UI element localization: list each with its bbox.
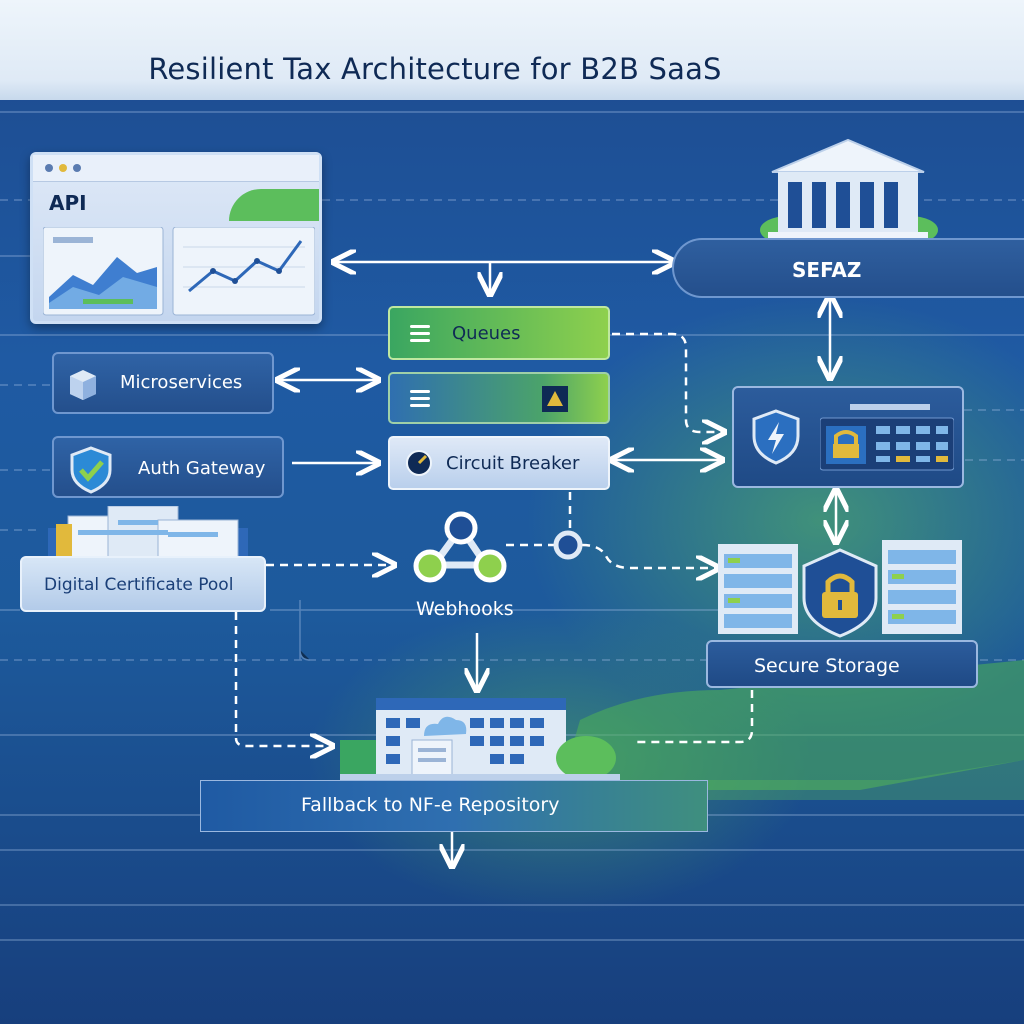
circuit-breaker-label: Circuit Breaker [446, 452, 580, 474]
gauge-icon [406, 450, 432, 476]
warning-icon [542, 386, 568, 412]
fallback-label: Fallback to NF-e Repository [301, 794, 560, 816]
title-banner [0, 0, 1024, 100]
webhook-storage-arrow [581, 543, 716, 568]
shield-check-icon [70, 446, 112, 494]
microservices-label: Microservices [120, 372, 243, 393]
government-building-icon [760, 138, 938, 242]
auth-gateway-label: Auth Gateway [138, 458, 266, 479]
cert-fallback-arrow [234, 612, 330, 746]
list-icon [410, 324, 430, 342]
diagram-title: Resilient Tax Architecture for B2B SaaS [148, 52, 722, 86]
shield-bolt-icon [752, 409, 800, 465]
queues-label: Queues [452, 322, 521, 344]
auth-gateway-node: Auth Gateway [52, 436, 284, 498]
list-icon [410, 389, 430, 407]
queue-channel-node [388, 372, 610, 424]
hill-shape [560, 660, 1024, 790]
api-charts-icon [43, 227, 315, 316]
queues-security-arrow [612, 332, 722, 432]
cubes-icon [70, 370, 96, 400]
sefaz-node: SEFAZ [672, 238, 1024, 298]
lock-server-icon [820, 404, 954, 471]
secure-storage-node: Secure Storage [706, 640, 978, 688]
queues-node: Queues [388, 306, 610, 360]
digital-certificate-pool-label: Digital Certificate Pool [44, 575, 234, 595]
api-dashboard-window: API [30, 152, 322, 324]
webhook-graph-icon [413, 511, 507, 583]
secure-storage-label: Secure Storage [754, 655, 900, 677]
guide-lines [0, 111, 1024, 941]
digital-certificate-pool-node: Digital Certificate Pool [20, 556, 266, 612]
fallback-node: Fallback to NF-e Repository [200, 780, 708, 832]
storage-fallback-link [636, 690, 754, 744]
server-stack-icon [718, 540, 962, 638]
webhook-node-dot [553, 530, 583, 560]
microservices-node: Microservices [52, 352, 274, 414]
sefaz-label: SEFAZ [792, 258, 862, 282]
webhooks-label: Webhooks [416, 598, 514, 620]
security-panel-node [732, 386, 964, 488]
data-center-icon [340, 698, 620, 780]
api-label: API [49, 191, 87, 215]
circuit-breaker-node: Circuit Breaker [388, 436, 610, 490]
